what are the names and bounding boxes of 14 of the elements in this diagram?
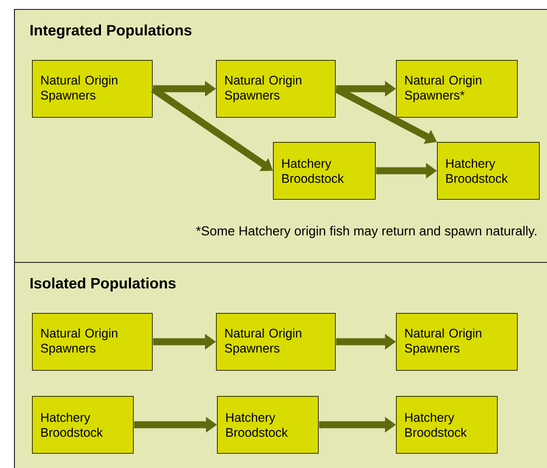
footnote: *Some Hatchery origin fish may return and spawn naturally. [196,226,536,238]
process-box: Natural Origin Spawners [216,312,336,371]
process-box: Natural Origin Spawners [32,312,153,371]
process-box: Hatchery Broodstock [396,396,498,454]
panel-heading: Isolated Populations [30,278,176,292]
process-box: Hatchery Broodstock [273,142,376,200]
process-box: Natural Origin Spawners* [396,60,518,118]
process-box: Natural Origin Spawners [396,312,518,371]
process-box: Natural Origin Spawners [32,60,153,118]
process-box: Hatchery Broodstock [217,396,319,454]
process-box: Hatchery Broodstock [437,142,540,200]
panel-heading: Integrated Populations [30,24,192,39]
process-box: Natural Origin Spawners [216,60,336,118]
process-box: Hatchery Broodstock [32,396,134,454]
